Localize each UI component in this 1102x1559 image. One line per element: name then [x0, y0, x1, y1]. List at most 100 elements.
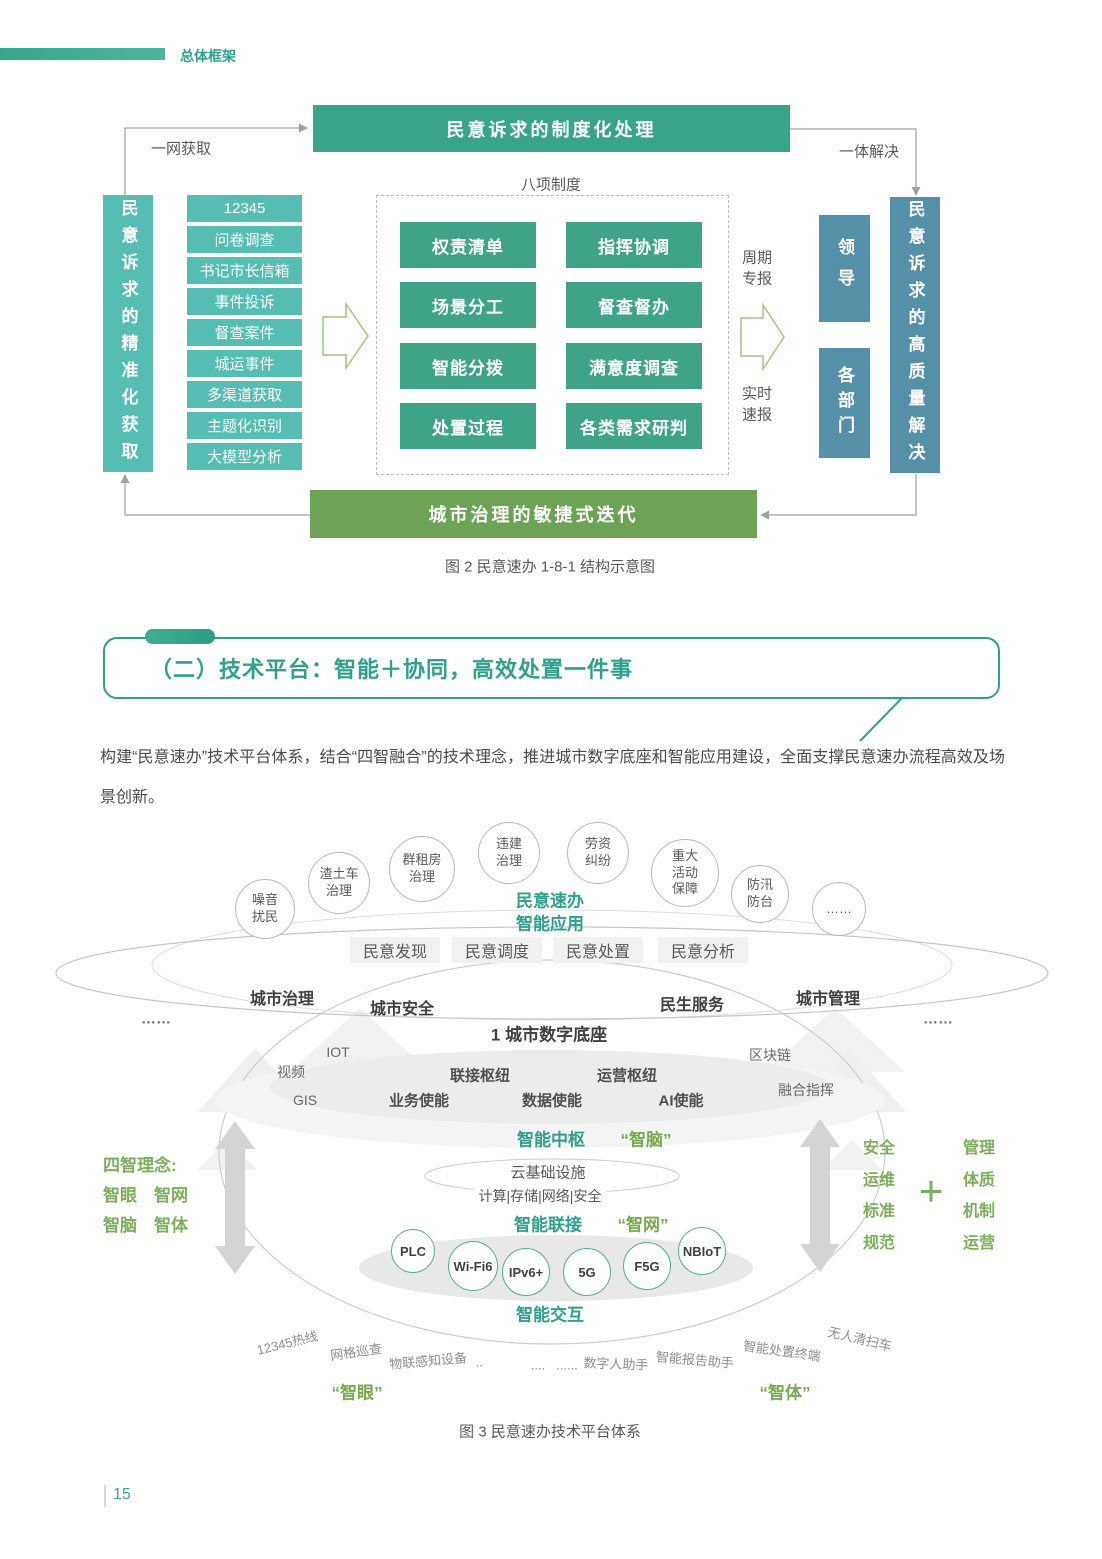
fig3-right-col-a: 安全 [862, 1140, 896, 1157]
fig3-app-box: 民意分析 [658, 937, 748, 963]
fig3-connect-title: 智能联接 [514, 1215, 582, 1235]
fig2-top-banner: 民意诉求的制度化处理 [313, 105, 790, 152]
fig3-domain: 城市安全 [369, 1001, 435, 1018]
fig3-concept-line: 四智理念: [103, 1156, 177, 1175]
fig3-concept-line: 智眼 智网 [103, 1186, 188, 1205]
fig2-institution: 满意度调查 [566, 343, 702, 389]
fig3-right-col-b: 机制 [962, 1203, 996, 1220]
fig2-institutions-title: 八项制度 [520, 176, 582, 194]
scenario-label: 重大活动保障 [671, 847, 698, 897]
fig2-report-realtime: 实时 [741, 385, 773, 403]
double-arrow-icon [800, 1119, 840, 1272]
fig3-domain: 民生服务 [659, 997, 725, 1014]
fig3-left-tech: GIS [292, 1092, 318, 1108]
tech-circle: NBIoT [678, 1227, 726, 1275]
fig3-caption: 图 3 民意速办技术平台体系 [459, 1423, 641, 1441]
scenario-circle: 防汛防台 [731, 865, 789, 923]
fig2-institutions-frame [376, 195, 729, 475]
section-title: （二）技术平台：智能＋协同，高效处置一件事 [150, 657, 634, 682]
fig3-domain: 城市管理 [795, 991, 861, 1008]
fig2-channel: 问卷调查 [187, 226, 302, 253]
scenario-circle: …… [812, 882, 866, 936]
fig3-right-col-a: 运维 [862, 1172, 896, 1189]
fig3-concept-line: 智脑 智体 [103, 1216, 188, 1235]
fig3-app-title: 民意速办 [516, 891, 584, 911]
fig2-channel: 城运事件 [187, 350, 302, 377]
fig3-domain-dots: …… [923, 1010, 953, 1028]
chevron-arrow-icon [740, 302, 785, 372]
arrowhead-icon [120, 474, 130, 483]
fig2-channel: 主题化识别 [187, 412, 302, 439]
connector-line [124, 127, 299, 197]
fig2-report-cycle: 专报 [741, 270, 773, 288]
fig3-left-tech: 视频 [277, 1064, 305, 1080]
fig2-institution: 智能分拨 [400, 343, 536, 389]
decor-triangle [290, 1008, 430, 1072]
tech-circle: 5G [563, 1248, 611, 1296]
decor-triangle [822, 1140, 882, 1170]
page-number-divider [104, 1485, 106, 1507]
fig3-terminal-label: ...... [556, 1357, 578, 1373]
fig3-terminal-label: 数字人助手 [583, 1355, 649, 1373]
fig3-terminal-label: .... [530, 1357, 546, 1373]
platform-ellipse-inner [151, 909, 953, 1021]
fig3-app-box: 民意调度 [452, 937, 542, 963]
platform-ellipse-upper [55, 926, 1049, 1020]
scenario-label: 防汛防台 [746, 877, 773, 909]
scenario-circle: 群租房治理 [389, 836, 455, 902]
double-arrow-icon [215, 1121, 255, 1274]
fig2-channel: 多渠道获取 [187, 381, 302, 408]
fig3-enable: AI使能 [658, 1092, 704, 1110]
tech-circle: IPv6+ [502, 1248, 550, 1296]
fig2-receiver-leaders: 领导 [819, 215, 870, 322]
fig3-hub-title: 智能中枢 [517, 1130, 585, 1150]
fig3-hub: 联接枢纽 [449, 1067, 511, 1085]
tech-circle: PLC [391, 1229, 435, 1273]
fig3-base-title: 1 城市数字底座 [490, 1025, 608, 1045]
decor-triangle [765, 1008, 905, 1072]
scenario-circle: 违建治理 [478, 822, 540, 884]
arrowhead-icon [760, 510, 769, 520]
scenario-circle: 噪音扰民 [235, 879, 295, 939]
platform-ellipse-lower [218, 959, 886, 1345]
fig2-channel: 大模型分析 [187, 443, 302, 470]
scenario-label: 劳资纠纷 [584, 836, 611, 868]
fig3-right-tech: 融合指挥 [778, 1082, 834, 1098]
section-header-box [103, 637, 1000, 699]
fig2-bottom-banner: 城市治理的敏捷式迭代 [310, 490, 757, 538]
fig3-cloud-label: 云基础设施 [505, 1161, 591, 1183]
fig3-enable: 数据使能 [521, 1092, 583, 1110]
fig2-institution: 指挥协调 [566, 222, 702, 268]
fig2-label-left: 一网获取 [150, 140, 212, 158]
plus-icon: + [918, 1167, 944, 1214]
fig3-right-col-b: 体质 [962, 1172, 996, 1189]
tech-circle: Wi-Fi6 [448, 1241, 498, 1291]
fig3-right-col-a: 标准 [862, 1203, 896, 1220]
fig2-institution: 督查督办 [566, 282, 702, 328]
header-accent-bar [0, 48, 165, 60]
page-header-title: 总体框架 [180, 48, 236, 64]
fig3-hub-tag: “智脑” [620, 1130, 672, 1150]
body-paragraph: 构建“民意速办”技术平台体系，结合“四智融合”的技术理念，推进城市数字底座和智能… [100, 749, 1005, 806]
fig3-compute-label: 计算|存储|网络|安全 [473, 1186, 607, 1206]
fig3-domain: 城市治理 [249, 991, 315, 1008]
page-number: 15 [113, 1486, 131, 1503]
scenario-label: 违建治理 [495, 836, 522, 868]
fig2-right-bar: 民意诉求的高质量解决 [890, 197, 940, 473]
arrowhead-icon [911, 187, 921, 196]
fig2-institution: 各类需求研判 [566, 403, 702, 449]
scenario-circle: 重大活动保障 [651, 839, 719, 907]
fig3-right-col-b: 运营 [962, 1235, 996, 1252]
arrowhead-icon [299, 123, 308, 133]
fig3-interact-title: 智能交互 [516, 1305, 584, 1325]
chevron-arrow-icon [322, 301, 369, 371]
fig2-label-right: 一体解决 [838, 143, 900, 161]
connector-line [790, 128, 917, 187]
callout-tail [859, 696, 904, 742]
fig3-connect-tag: “智网” [617, 1215, 669, 1235]
scenario-label: 渣土车治理 [319, 866, 359, 898]
fig2-institution: 处置过程 [400, 403, 536, 449]
fig3-body-tag: “智体” [759, 1383, 811, 1403]
fig3-right-tech: 区块链 [749, 1047, 791, 1063]
